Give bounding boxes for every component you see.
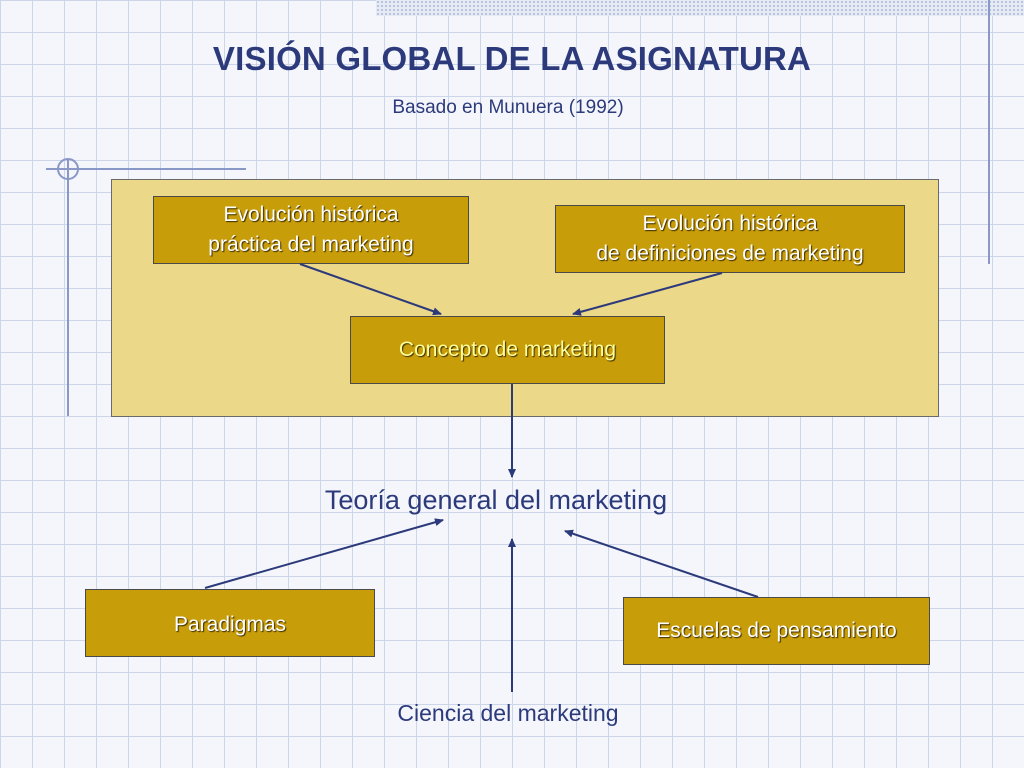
- decorative-vertical-line-left: [67, 160, 69, 416]
- box-paradigmas: Paradigmas: [85, 589, 375, 657]
- decorative-circle-icon: [57, 158, 79, 180]
- box-evolucion-historica-definiciones: Evolución histórica de definiciones de m…: [555, 205, 905, 273]
- box-evolucion-definiciones-line2: de definiciones de marketing: [596, 242, 864, 265]
- box-evolucion-historica-practica: Evolución histórica práctica del marketi…: [153, 196, 469, 264]
- label-teoria-general: Teoría general del marketing: [324, 485, 668, 515]
- box-paradigmas-label: Paradigmas: [173, 613, 287, 636]
- label-ciencia-del-marketing: Ciencia del marketing: [397, 700, 619, 726]
- box-escuelas-label: Escuelas de pensamiento: [656, 619, 897, 642]
- box-evolucion-practica-line1: Evolución histórica: [223, 203, 399, 226]
- box-escuelas-de-pensamiento: Escuelas de pensamiento: [623, 597, 930, 665]
- box-concepto-de-marketing: Concepto de marketing: [350, 316, 665, 384]
- decorative-horizontal-line-left: [46, 168, 246, 170]
- decorative-vertical-line-right: [988, 0, 990, 264]
- arrow-paradigmas-to-teoria: [204, 518, 444, 589]
- box-evolucion-practica-line2: práctica del marketing: [208, 233, 414, 256]
- decorative-top-band: [376, 0, 1024, 16]
- slide-subtitle: Basado en Munuera (1992): [392, 97, 624, 118]
- slide-title: VISIÓN GLOBAL DE LA ASIGNATURA: [212, 40, 812, 77]
- box-evolucion-definiciones-line1: Evolución histórica: [642, 212, 818, 235]
- arrow-definiciones-to-concepto: [572, 272, 723, 316]
- box-concepto-label: Concepto de marketing: [398, 338, 617, 361]
- arrow-practica-to-concepto: [299, 263, 442, 316]
- arrow-escuelas-to-teoria: [564, 529, 759, 598]
